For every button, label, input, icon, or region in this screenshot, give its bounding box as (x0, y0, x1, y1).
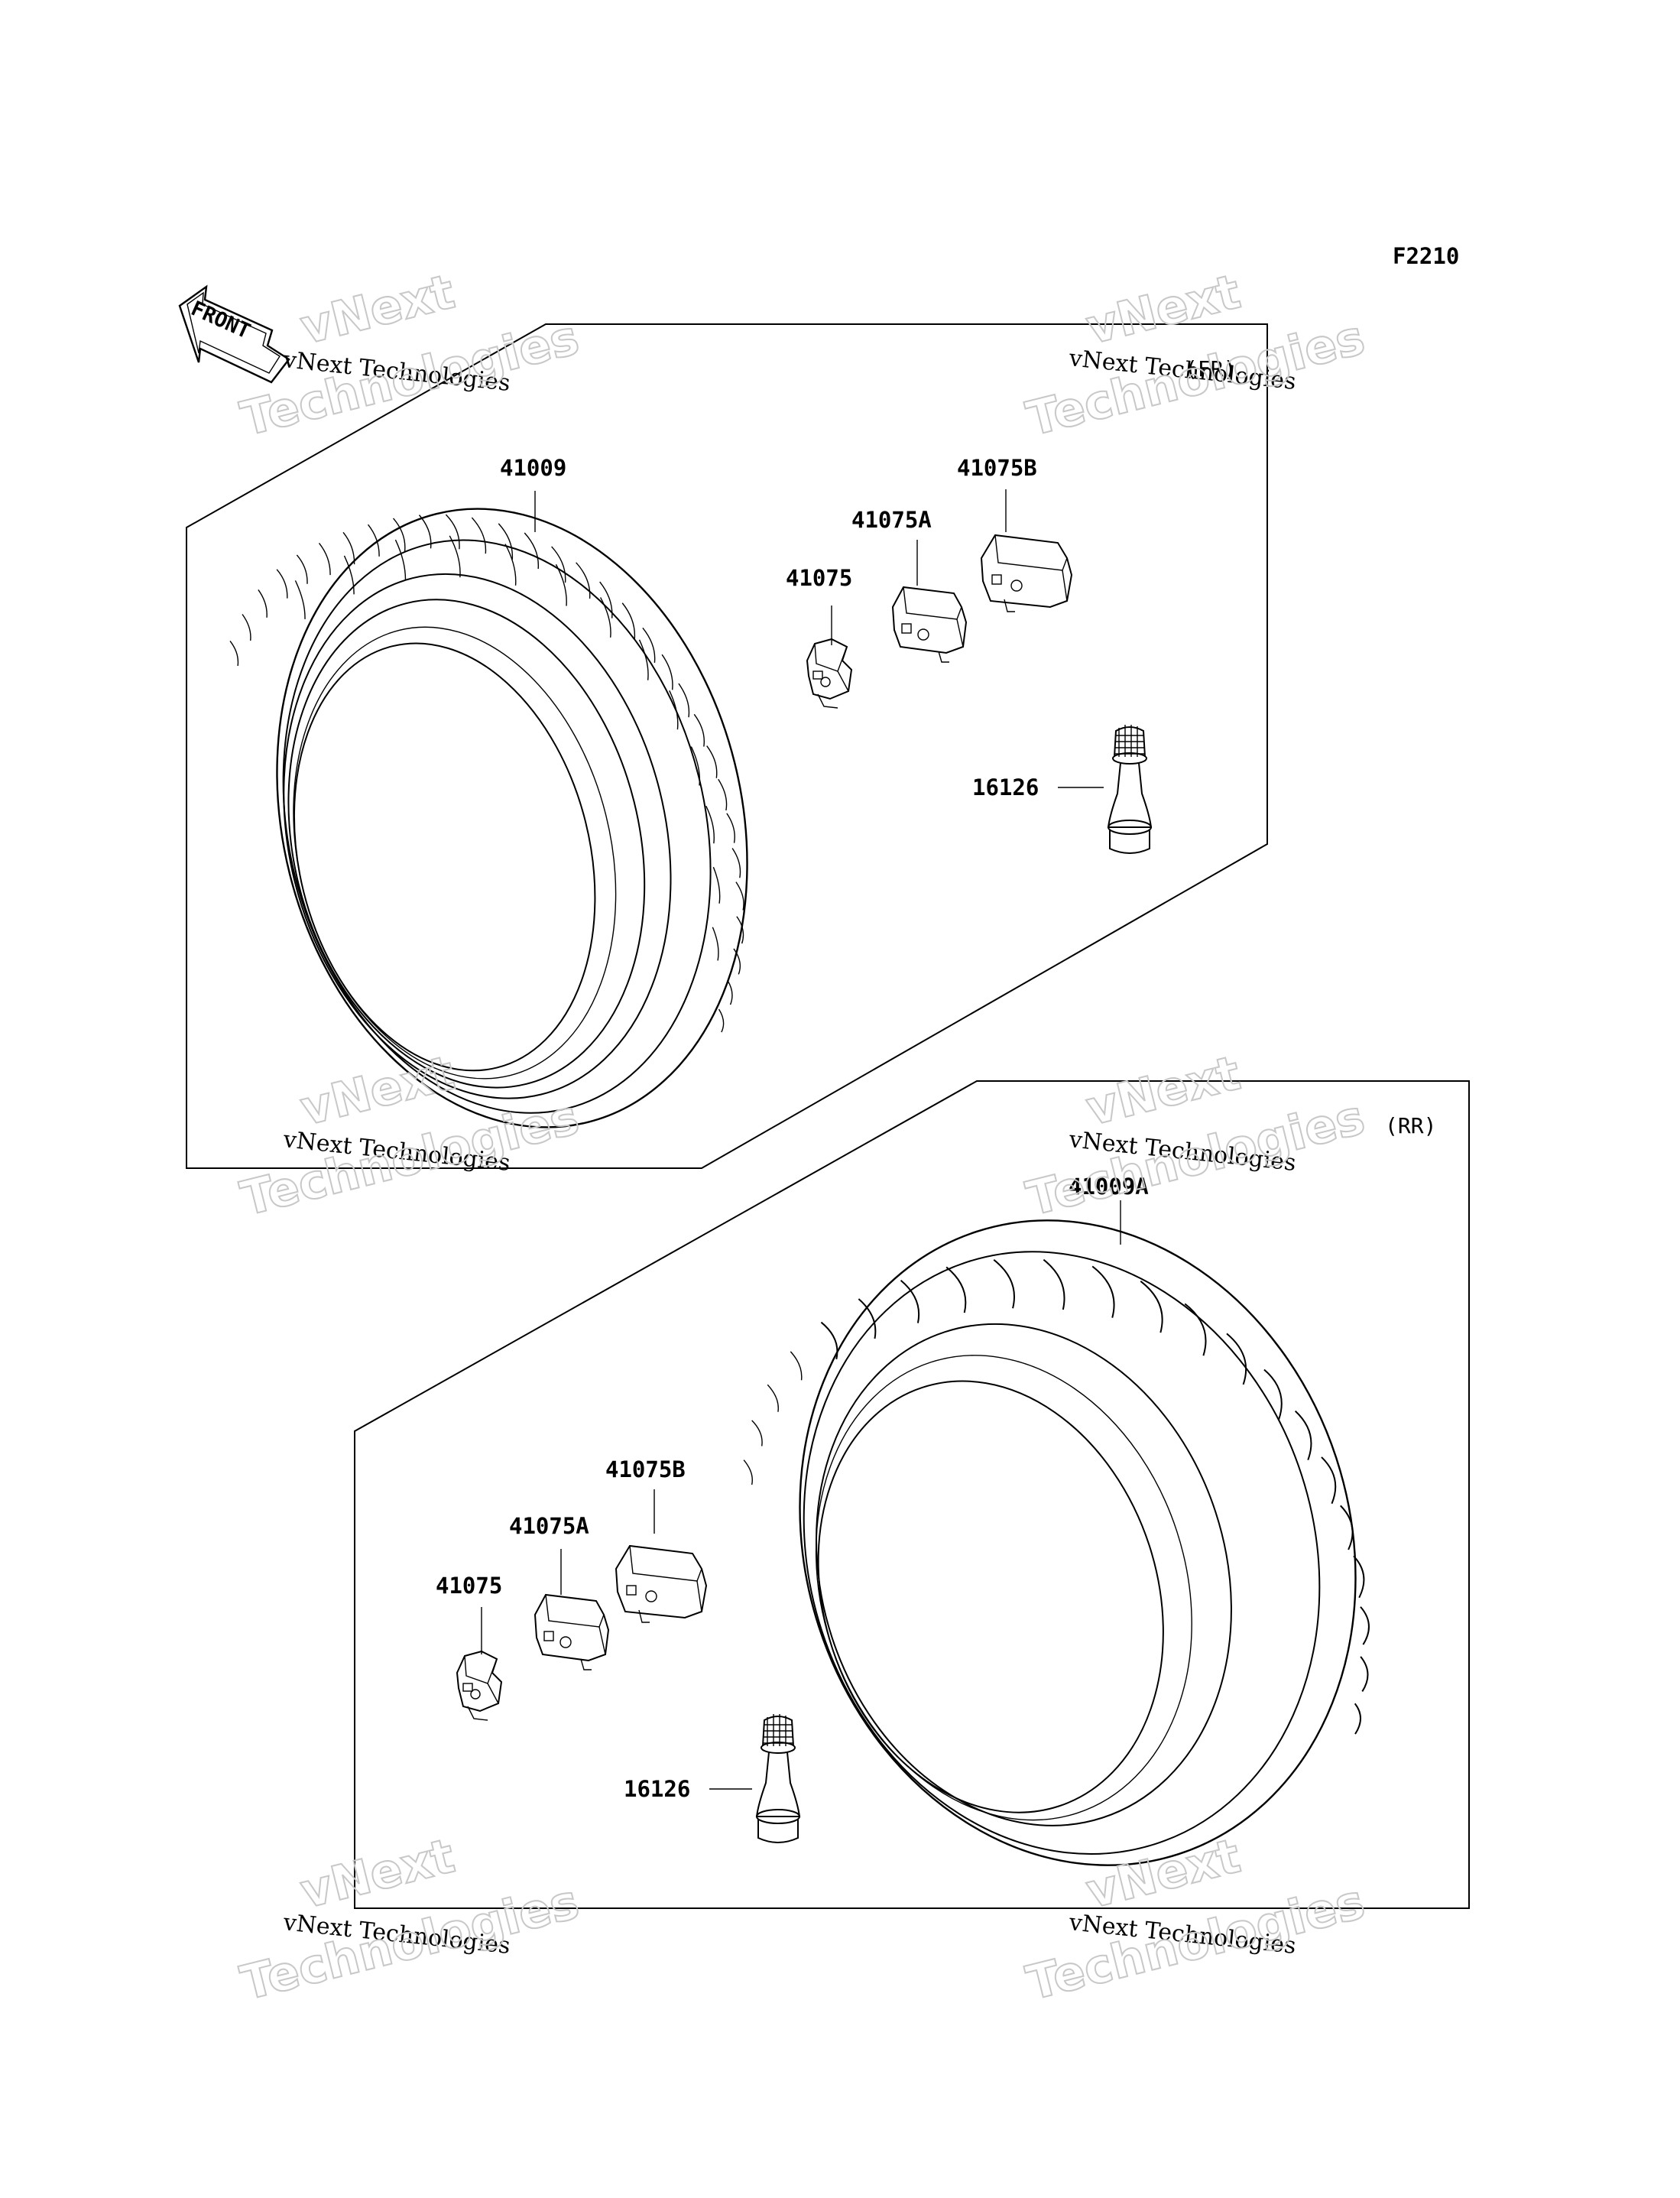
svg-text:vNext: vNext (295, 263, 460, 355)
rear-section-tag: (RR) (1385, 1113, 1436, 1138)
watermark-middle-right: vNext Technologies vNext Technologies (1020, 1044, 1370, 1227)
watermark-bottom-right: vNext Technologies vNext Technologies (1020, 1826, 1370, 2011)
svg-text:vNext: vNext (1081, 263, 1246, 355)
rear-weight-b-label: 41075B (605, 1456, 686, 1482)
watermark-top-left: vNext Technologies vNext Technologies (235, 262, 585, 447)
watermark-top-right: vNext Technologies vNext Technologies (1020, 262, 1370, 447)
front-weight-b-label: 41075B (957, 455, 1037, 481)
front-valve-label: 16126 (972, 774, 1039, 800)
front-weight-label: 41075 (786, 565, 852, 591)
rear-tire-label: 41009A (1069, 1174, 1149, 1200)
rear-section-frame (354, 1080, 1470, 1909)
rear-valve-label: 16126 (624, 1776, 690, 1802)
front-section-tag: (FR) (1185, 356, 1236, 381)
rear-weight (456, 1651, 502, 1721)
front-weight-b (981, 534, 1072, 612)
rear-tire (743, 1219, 1370, 1866)
rear-valve (756, 1713, 800, 1843)
watermark-bottom-left: vNext Technologies vNext Technologies (235, 1826, 585, 2011)
front-valve (1108, 724, 1152, 854)
front-weight-a-label: 41075A (851, 507, 932, 533)
diagram-code: F2210 (1393, 243, 1459, 269)
svg-text:vNext: vNext (295, 1827, 460, 1919)
rear-weight-a (534, 1594, 609, 1670)
rear-weight-b (615, 1545, 707, 1623)
front-tire (229, 508, 748, 1128)
front-arrow-icon: FRONT (178, 284, 290, 384)
front-tire-label: 41009 (500, 455, 566, 481)
rear-weight-label: 41075 (436, 1573, 502, 1599)
watermark-middle-left: vNext Technologies vNext Technologies (235, 1044, 585, 1227)
front-section-frame (186, 323, 1268, 1169)
front-arrow-label: FRONT (187, 297, 254, 343)
front-weight-a (892, 586, 967, 663)
rear-weight-a-label: 41075A (509, 1513, 589, 1539)
front-weight (806, 638, 852, 709)
